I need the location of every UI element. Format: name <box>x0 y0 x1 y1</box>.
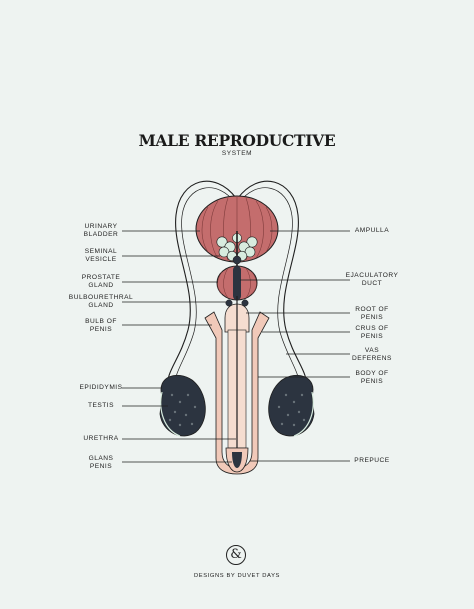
vas-deferens-right-inner <box>237 187 300 391</box>
bulbourethral-gland-right <box>241 299 249 307</box>
label-bulbourethral-gland: BULBOURETHRAL GLAND <box>68 294 134 309</box>
epididymis-right <box>293 391 314 437</box>
bulbourethral-gland-left <box>225 299 233 307</box>
label-prepuce: PREPUCE <box>354 457 390 464</box>
label-urinary-bladder: URINARY BLADDER <box>83 223 119 238</box>
testis-left <box>159 374 206 437</box>
label-glans-penis: GLANS PENIS <box>88 455 114 470</box>
leader-lines-right <box>240 230 350 462</box>
label-ejaculatory-duct: EJACULATORY DUCT <box>345 272 399 287</box>
label-seminal-vesicle: SEMINAL VESICLE <box>84 248 118 263</box>
label-prostate-gland: PROSTATE GLAND <box>81 274 121 289</box>
label-urethra: URETHRA <box>83 435 119 442</box>
label-epididymis: EPIDIDYMIS <box>79 384 123 391</box>
label-testis: TESTIS <box>87 402 115 409</box>
epididymis-left <box>160 391 181 437</box>
vas-deferens-right <box>237 180 307 389</box>
glans-tip <box>232 452 242 468</box>
credit-text: DESIGNS BY DUVET DAYS <box>193 573 281 579</box>
diagram-subtitle: SYSTEM <box>221 150 253 157</box>
penis-body <box>204 311 270 475</box>
vas-deferens-left <box>167 180 237 389</box>
label-ampulla: AMPULLA <box>354 227 390 234</box>
vas-deferens-left-inner <box>174 187 237 391</box>
testis-right <box>268 374 315 437</box>
label-body-of-penis: BODY OF PENIS <box>355 370 389 385</box>
label-bulb-of-penis: BULB OF PENIS <box>85 318 117 333</box>
ampulla-knot <box>232 255 242 265</box>
label-vas-deferens: VAS DEFERENS <box>352 347 392 362</box>
leader-lines-left <box>122 230 236 463</box>
diagram-title: MALE REPRODUCTIVE <box>138 131 336 150</box>
ampersand-logo-icon: & <box>226 545 246 565</box>
ejaculatory-duct <box>233 266 241 300</box>
label-crus-of-penis: CRUS OF PENIS <box>355 325 389 340</box>
prostate-stripes <box>217 267 257 299</box>
label-root-of-penis: ROOT OF PENIS <box>355 306 389 321</box>
